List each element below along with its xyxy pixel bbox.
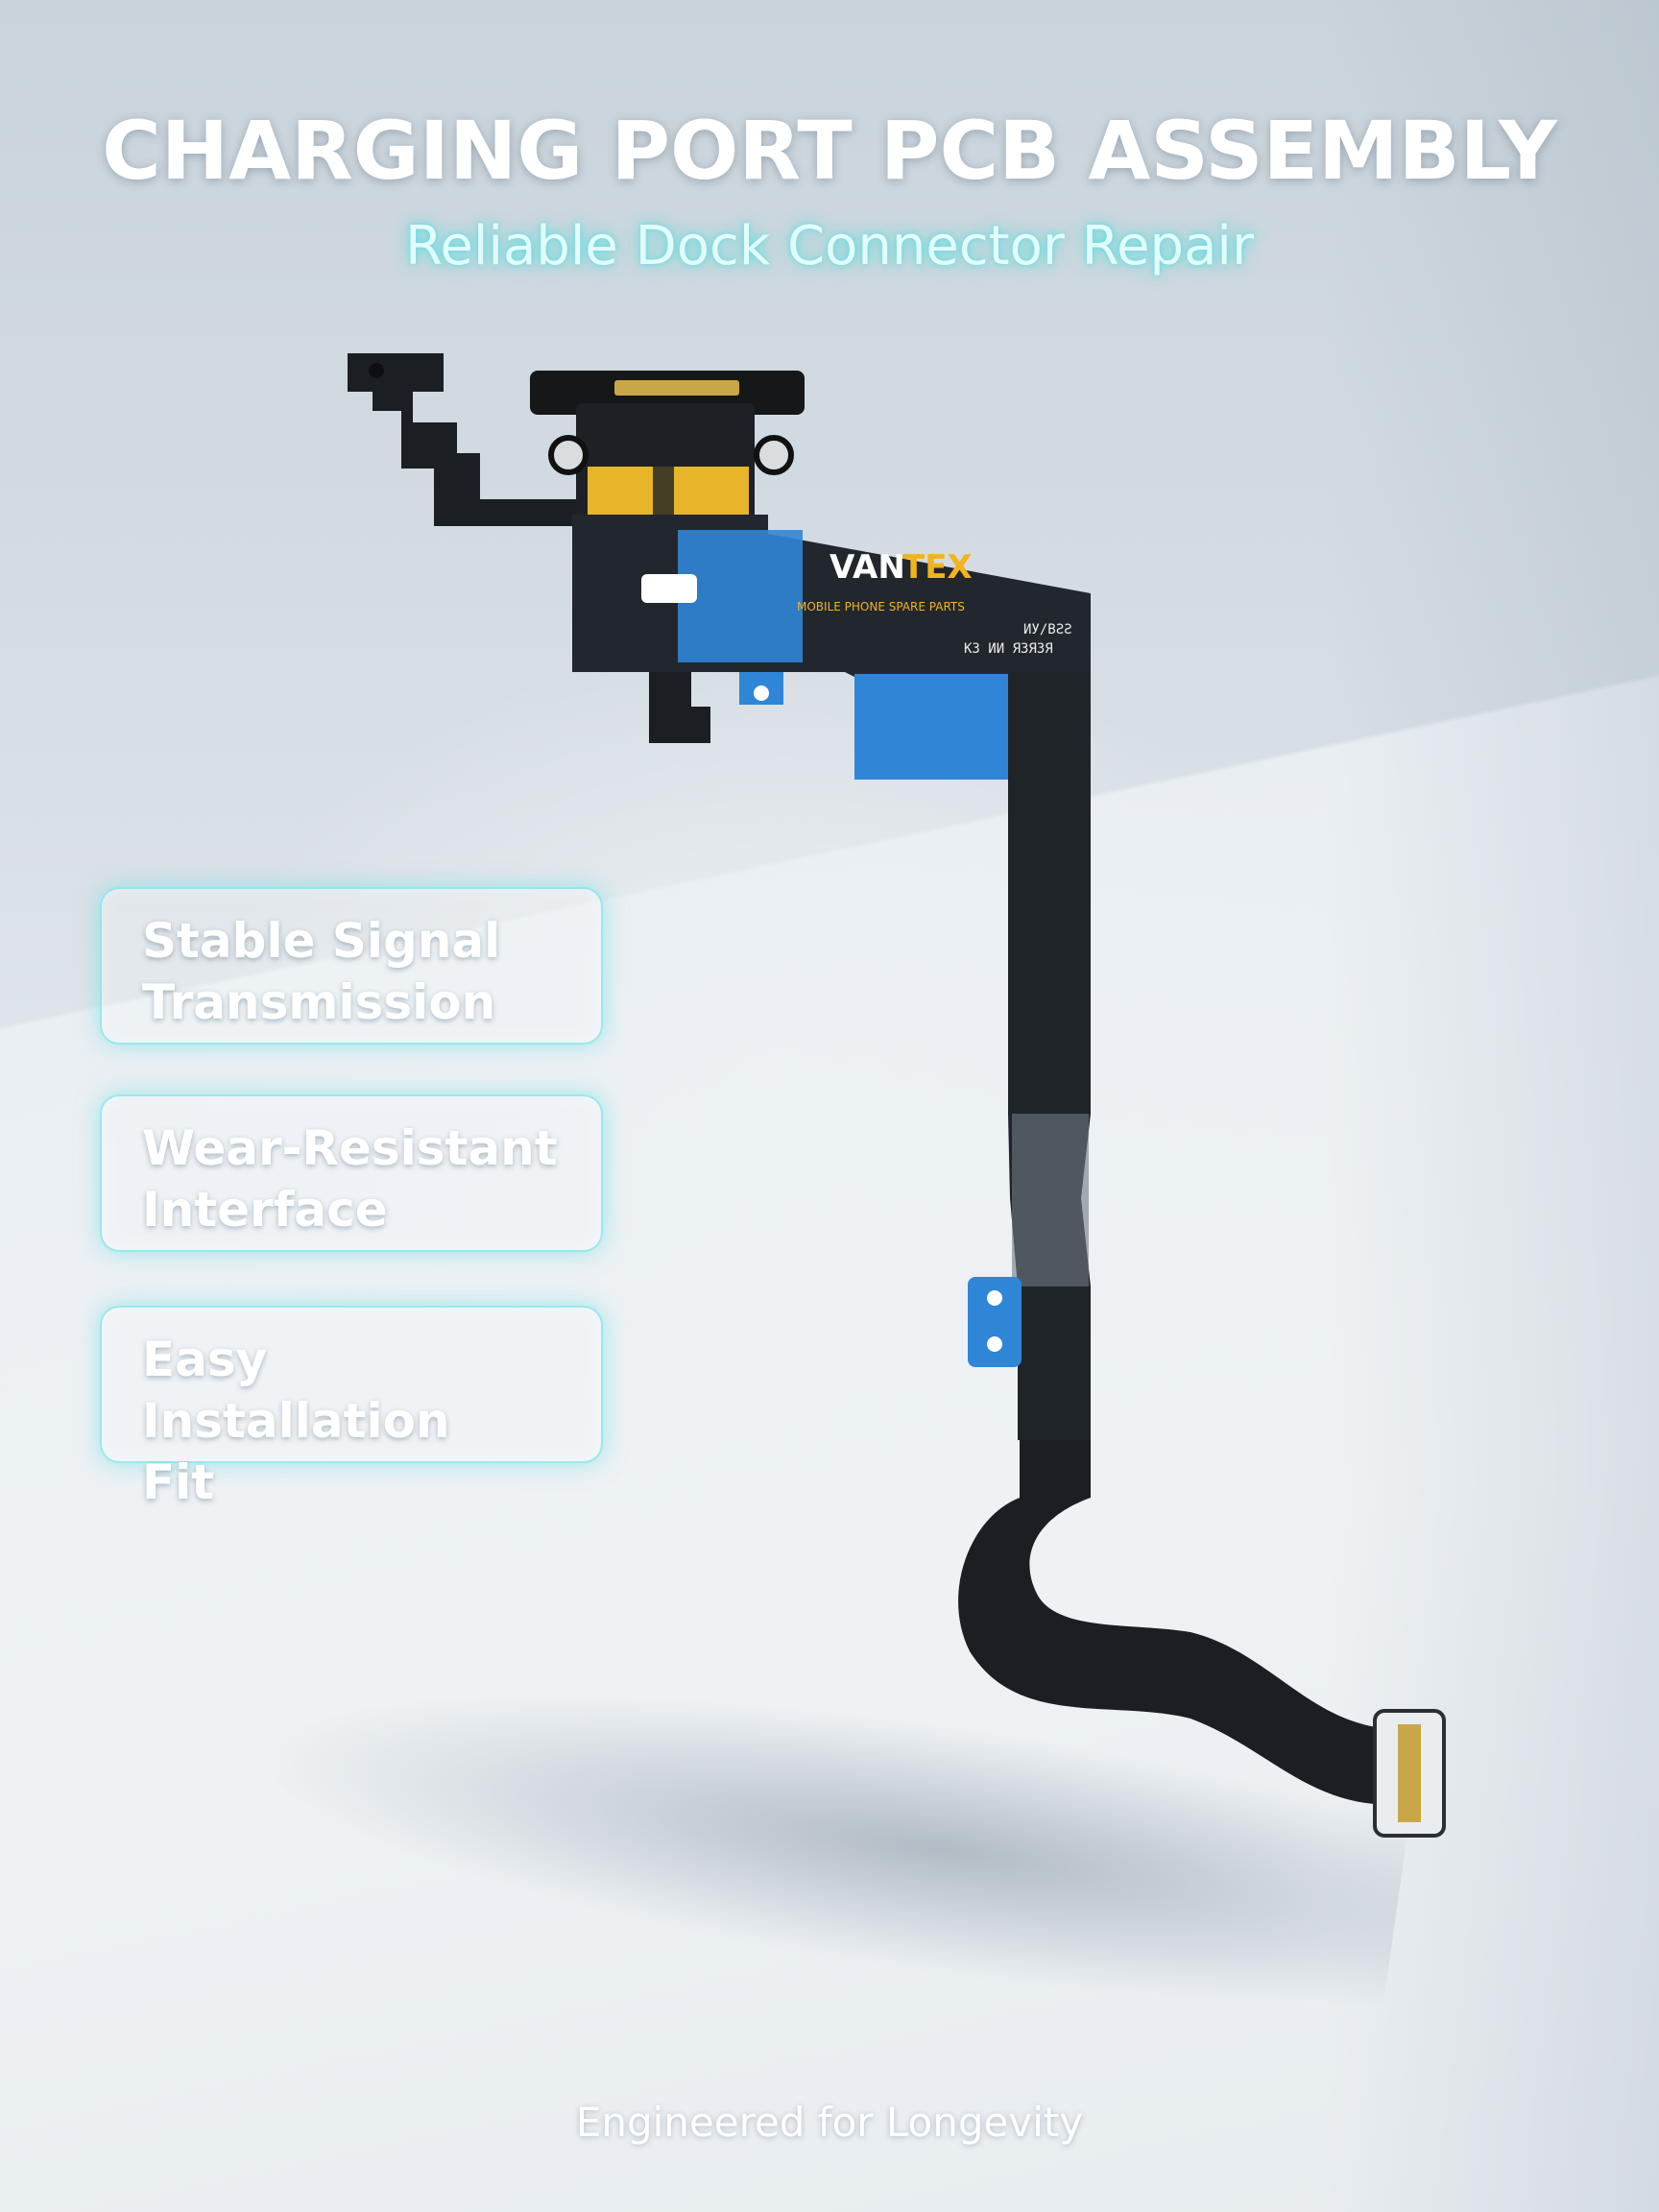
flex-ribbon-curve (958, 1440, 1392, 1805)
page-title: CHARGING PORT PCB ASSEMBLY (102, 104, 1557, 198)
footer-tagline: Engineered for Longevity (575, 2099, 1084, 2146)
white-chip (641, 574, 697, 603)
mount-hole-bottom (987, 1336, 1002, 1352)
feature-line: Easy Installation (142, 1332, 450, 1449)
brand-logo-tex: TEX (902, 548, 973, 587)
feature-line: Stable Signal (142, 913, 501, 969)
flex-bracket-arm (348, 353, 588, 526)
blue-stiffener-large (854, 674, 1008, 780)
flex-lower-tab (649, 672, 710, 743)
blue-mount-tab (968, 1277, 1022, 1367)
feature-card-installation: Easy Installation Fit (100, 1306, 603, 1510)
feature-card-interface: Wear-Resistant Interface (100, 1094, 603, 1252)
brand-logo-van: VAN (830, 548, 905, 587)
dock-connector-pins (614, 380, 739, 396)
mount-hole-top (987, 1290, 1002, 1306)
blue-tab-hole (754, 685, 769, 701)
feature-card-signal: Stable Signal Transmission (100, 887, 603, 1045)
feature-line: Transmission (142, 974, 496, 1030)
screw-hole-right (754, 435, 794, 475)
screw-hole-left (548, 435, 589, 475)
flex-marking-line1: ИУ/ВƧƧ (1023, 622, 1072, 637)
ribbon-silver-section (1012, 1114, 1089, 1286)
feature-line: Fit (142, 1455, 215, 1510)
blue-stiffener-upper (678, 530, 803, 662)
end-connector-pins (1398, 1724, 1421, 1822)
page-subtitle: Reliable Dock Connector Repair (405, 215, 1254, 277)
brand-tagline: MOBILE PHONE SPARE PARTS (797, 600, 965, 613)
bracket-hole (369, 363, 384, 378)
feature-line: Wear-Resistant (142, 1120, 558, 1176)
feature-line: Interface (142, 1182, 388, 1238)
flex-marking-line2: КЗ ИИ ЯЗЯЗЯ (964, 641, 1053, 657)
